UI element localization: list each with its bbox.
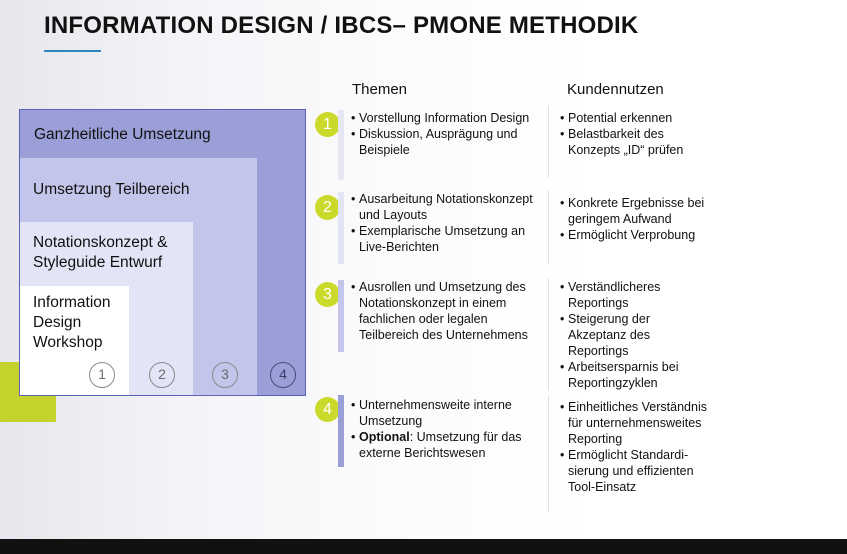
list-item: Konkrete Ergebnisse bei geringem Aufwand xyxy=(560,195,710,227)
row-4-nutzen: Einheitliches Verständnis für unternehme… xyxy=(560,399,708,495)
list-item: Potential erkennen xyxy=(560,110,710,126)
list-item: Ausarbeitung Notationskonzept und Layout… xyxy=(351,191,547,223)
optional-text: : Umsetzung für das externe Berichtswese… xyxy=(359,430,522,460)
stage-2-number-badge: 2 xyxy=(149,362,175,388)
stage-4-label: Ganzheitliche Umsetzung xyxy=(34,126,211,143)
stage-stack: Ganzheitliche Umsetzung Umsetzung Teilbe… xyxy=(19,109,306,396)
list-item: Optional: Umsetzung für das externe Beri… xyxy=(351,429,541,461)
row-2-number-badge: 2 xyxy=(315,195,340,220)
list-item: Vorstellung Information Design xyxy=(351,110,541,126)
row-2-divider xyxy=(548,190,549,264)
row-4-bar xyxy=(338,395,344,467)
list-item: Ermöglicht Standardi-sierung und effizie… xyxy=(560,447,708,495)
page-title: INFORMATION DESIGN / IBCS– PMONE METHODI… xyxy=(44,12,639,39)
row-2-nutzen: Konkrete Ergebnisse bei geringem Aufwand… xyxy=(560,195,710,243)
row-3-themen: Ausrollen und Umsetzung des Notationskon… xyxy=(351,279,547,343)
optional-label: Optional xyxy=(359,430,410,444)
row-1-nutzen: Potential erkennen Belastbarkeit des Kon… xyxy=(560,110,710,158)
stage-4-number-badge: 4 xyxy=(270,362,296,388)
list-item: Arbeitsersparnis bei Reportingzyklen xyxy=(560,359,700,391)
row-1-divider xyxy=(548,106,549,178)
column-header-themen: Themen xyxy=(352,81,408,98)
stage-1-label: Information Design Workshop xyxy=(33,294,111,351)
stage-3-label: Umsetzung Teilbereich xyxy=(33,181,190,198)
row-3-bar xyxy=(338,280,344,352)
list-item: Verständlicheres Reportings xyxy=(560,279,700,311)
list-item: Ausrollen und Umsetzung des Notationskon… xyxy=(351,279,547,343)
bottom-bar xyxy=(0,539,847,554)
row-3-number-badge: 3 xyxy=(315,282,340,307)
row-4-themen: Unternehmensweite interne Umsetzung Opti… xyxy=(351,397,541,461)
row-1-themen: Vorstellung Information Design Diskussio… xyxy=(351,110,541,158)
row-1-bar xyxy=(338,110,344,180)
list-item: Unternehmensweite interne Umsetzung xyxy=(351,397,541,429)
row-4-divider xyxy=(548,395,549,513)
list-item: Steigerung der Akzeptanz des Reportings xyxy=(560,311,700,359)
stage-1-number-badge: 1 xyxy=(89,362,115,388)
stage-2-label: Notationskonzept & Styleguide Entwurf xyxy=(33,234,168,271)
column-header-kundennutzen: Kundennutzen xyxy=(567,81,664,98)
row-3-nutzen: Verständlicheres Reportings Steigerung d… xyxy=(560,279,700,391)
list-item: Ermöglicht Verprobung xyxy=(560,227,710,243)
row-2-themen: Ausarbeitung Notationskonzept und Layout… xyxy=(351,191,547,255)
row-3-divider xyxy=(548,278,549,390)
title-underline xyxy=(44,50,101,52)
row-2-bar xyxy=(338,192,344,264)
list-item: Exemplarische Umsetzung an Live-Berichte… xyxy=(351,223,547,255)
row-1-number-badge: 1 xyxy=(315,112,340,137)
list-item: Belastbarkeit des Konzepts „ID“ prüfen xyxy=(560,126,710,158)
list-item: Einheitliches Verständnis für unternehme… xyxy=(560,399,708,447)
row-4-number-badge: 4 xyxy=(315,397,340,422)
list-item: Diskussion, Ausprägung und Beispiele xyxy=(351,126,541,158)
stage-3-number-badge: 3 xyxy=(212,362,238,388)
